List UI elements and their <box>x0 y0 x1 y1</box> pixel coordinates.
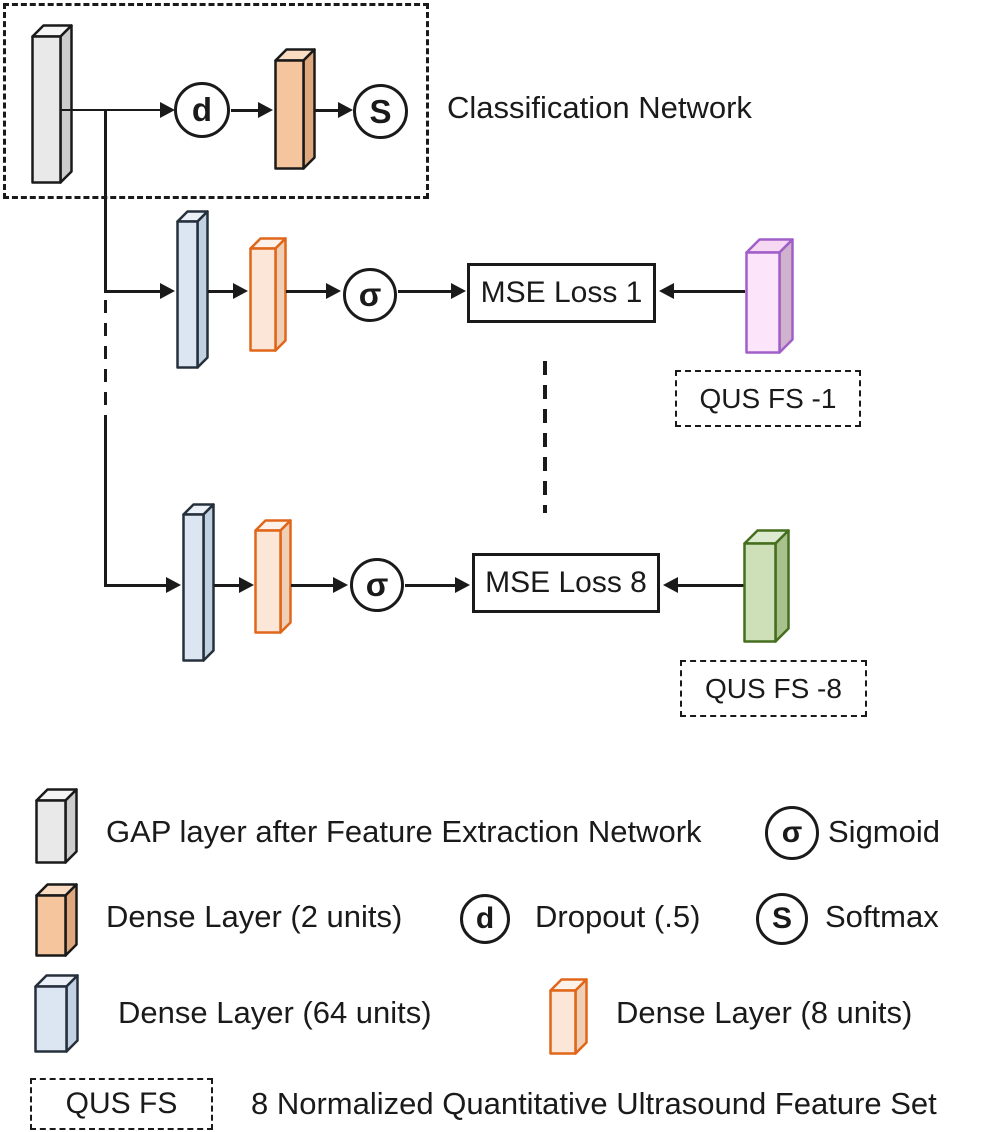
line-dense8-to-sigma-8 <box>291 584 335 587</box>
line-sigma-to-mse-8 <box>405 584 457 587</box>
legend-softmax-label: Softmax <box>825 899 939 934</box>
trunk-line-lower <box>104 418 107 587</box>
classification-network-box <box>3 3 429 199</box>
qus-fs-1-box: QUS FS -1 <box>675 370 861 427</box>
arrowhead-sigma-to-mse-8 <box>455 577 470 593</box>
legend-dense8-label: Dense Layer (8 units) <box>616 995 913 1030</box>
arrowhead-sigma-to-mse-1 <box>451 283 466 299</box>
dense64-bar-1 <box>176 210 209 369</box>
dense2-bar <box>274 48 316 170</box>
dense8-bar-1 <box>249 237 287 352</box>
arrowhead-qus8-to-mse-8 <box>663 577 678 593</box>
sigma-circle-8: σ <box>350 558 404 612</box>
mse-loss-8-box: MSE Loss 8 <box>472 553 660 613</box>
trunk-line-upper <box>104 109 107 293</box>
classification-network-label: Classification Network <box>447 90 752 125</box>
qus-fs-8-box: QUS FS -8 <box>680 660 867 717</box>
arrowhead-dense64-to-dense8-8 <box>239 577 254 593</box>
legend-dropout-label: Dropout (.5) <box>535 899 701 934</box>
mse-loss-8-label: MSE Loss 8 <box>485 566 647 599</box>
line-qus1-to-mse-1 <box>672 290 745 293</box>
gap-layer-bar <box>31 24 73 184</box>
line-dense64-to-dense8-1 <box>208 290 236 293</box>
continuation-dashed-line <box>543 361 547 513</box>
sigma-symbol-8: σ <box>365 566 389 603</box>
sigma-symbol-1: σ <box>358 276 382 313</box>
legend-sigmoid-symbol: σ <box>781 816 803 849</box>
arrowhead-gap-to-dropout <box>160 102 175 118</box>
qus-fs-8-label: QUS FS -8 <box>705 672 842 704</box>
dense64-bar-8 <box>182 503 215 662</box>
legend-dense8-bar-icon <box>549 978 588 1055</box>
arrowhead-dense2-to-softmax <box>338 102 353 118</box>
legend-softmax-symbol: S <box>771 902 792 935</box>
dense8-bar-8 <box>254 519 292 634</box>
trunk-line-dashed <box>104 300 107 418</box>
qus-fs-1-label: QUS FS -1 <box>699 382 837 414</box>
arrowhead-dropout-to-dense2 <box>258 102 273 118</box>
arrowhead-trunk-to-dense64-1 <box>160 283 175 299</box>
legend-qus-set-label: 8 Normalized Quantitative Ultrasound Fea… <box>251 1086 937 1121</box>
arrowhead-qus1-to-mse-1 <box>659 283 674 299</box>
line-sigma-to-mse-1 <box>398 290 453 293</box>
legend-sigmoid-circle: σ <box>765 806 819 860</box>
line-trunk-to-dense64-8 <box>104 584 166 587</box>
line-dropout-to-dense2 <box>231 109 259 112</box>
qus-fs-1-bar <box>745 238 794 354</box>
legend-dense64-bar-icon <box>34 974 79 1053</box>
softmax-circle: S <box>353 84 408 139</box>
qus-fs-8-bar <box>743 529 790 643</box>
legend-qus-fs-box: QUS FS <box>30 1078 213 1130</box>
line-qus8-to-mse-8 <box>676 584 744 587</box>
legend-dropout-symbol: d <box>475 902 495 935</box>
legend-softmax-circle: S <box>756 893 808 945</box>
legend-qus-fs-box-label: QUS FS <box>65 1087 178 1120</box>
sigma-circle-1: σ <box>343 268 397 322</box>
legend-gap-label: GAP layer after Feature Extraction Netwo… <box>106 814 702 849</box>
line-dense8-to-sigma-1 <box>286 290 328 293</box>
line-trunk-to-dense64-1 <box>104 290 162 293</box>
arrowhead-dense8-to-sigma-1 <box>326 283 341 299</box>
legend-dense2-bar-icon <box>35 883 78 957</box>
line-dense64-to-dense8-8 <box>214 584 242 587</box>
arrowhead-dense64-to-dense8-1 <box>233 283 248 299</box>
softmax-symbol: S <box>369 92 392 130</box>
mse-loss-1-box: MSE Loss 1 <box>467 263 656 323</box>
legend-dropout-circle: d <box>460 894 510 944</box>
dropout-circle: d <box>174 82 230 138</box>
legend-gap-bar-icon <box>35 788 78 864</box>
legend-sigmoid-label: Sigmoid <box>828 814 940 849</box>
arrowhead-trunk-to-dense64-8 <box>166 577 181 593</box>
line-gap-to-dropout <box>60 109 162 111</box>
mse-loss-1-label: MSE Loss 1 <box>480 276 643 309</box>
line-dense2-to-softmax <box>315 109 339 112</box>
dropout-symbol: d <box>191 91 213 128</box>
legend-dense2-label: Dense Layer (2 units) <box>106 899 403 934</box>
legend-dense64-label: Dense Layer (64 units) <box>118 995 432 1030</box>
arrowhead-dense8-to-sigma-8 <box>333 577 348 593</box>
